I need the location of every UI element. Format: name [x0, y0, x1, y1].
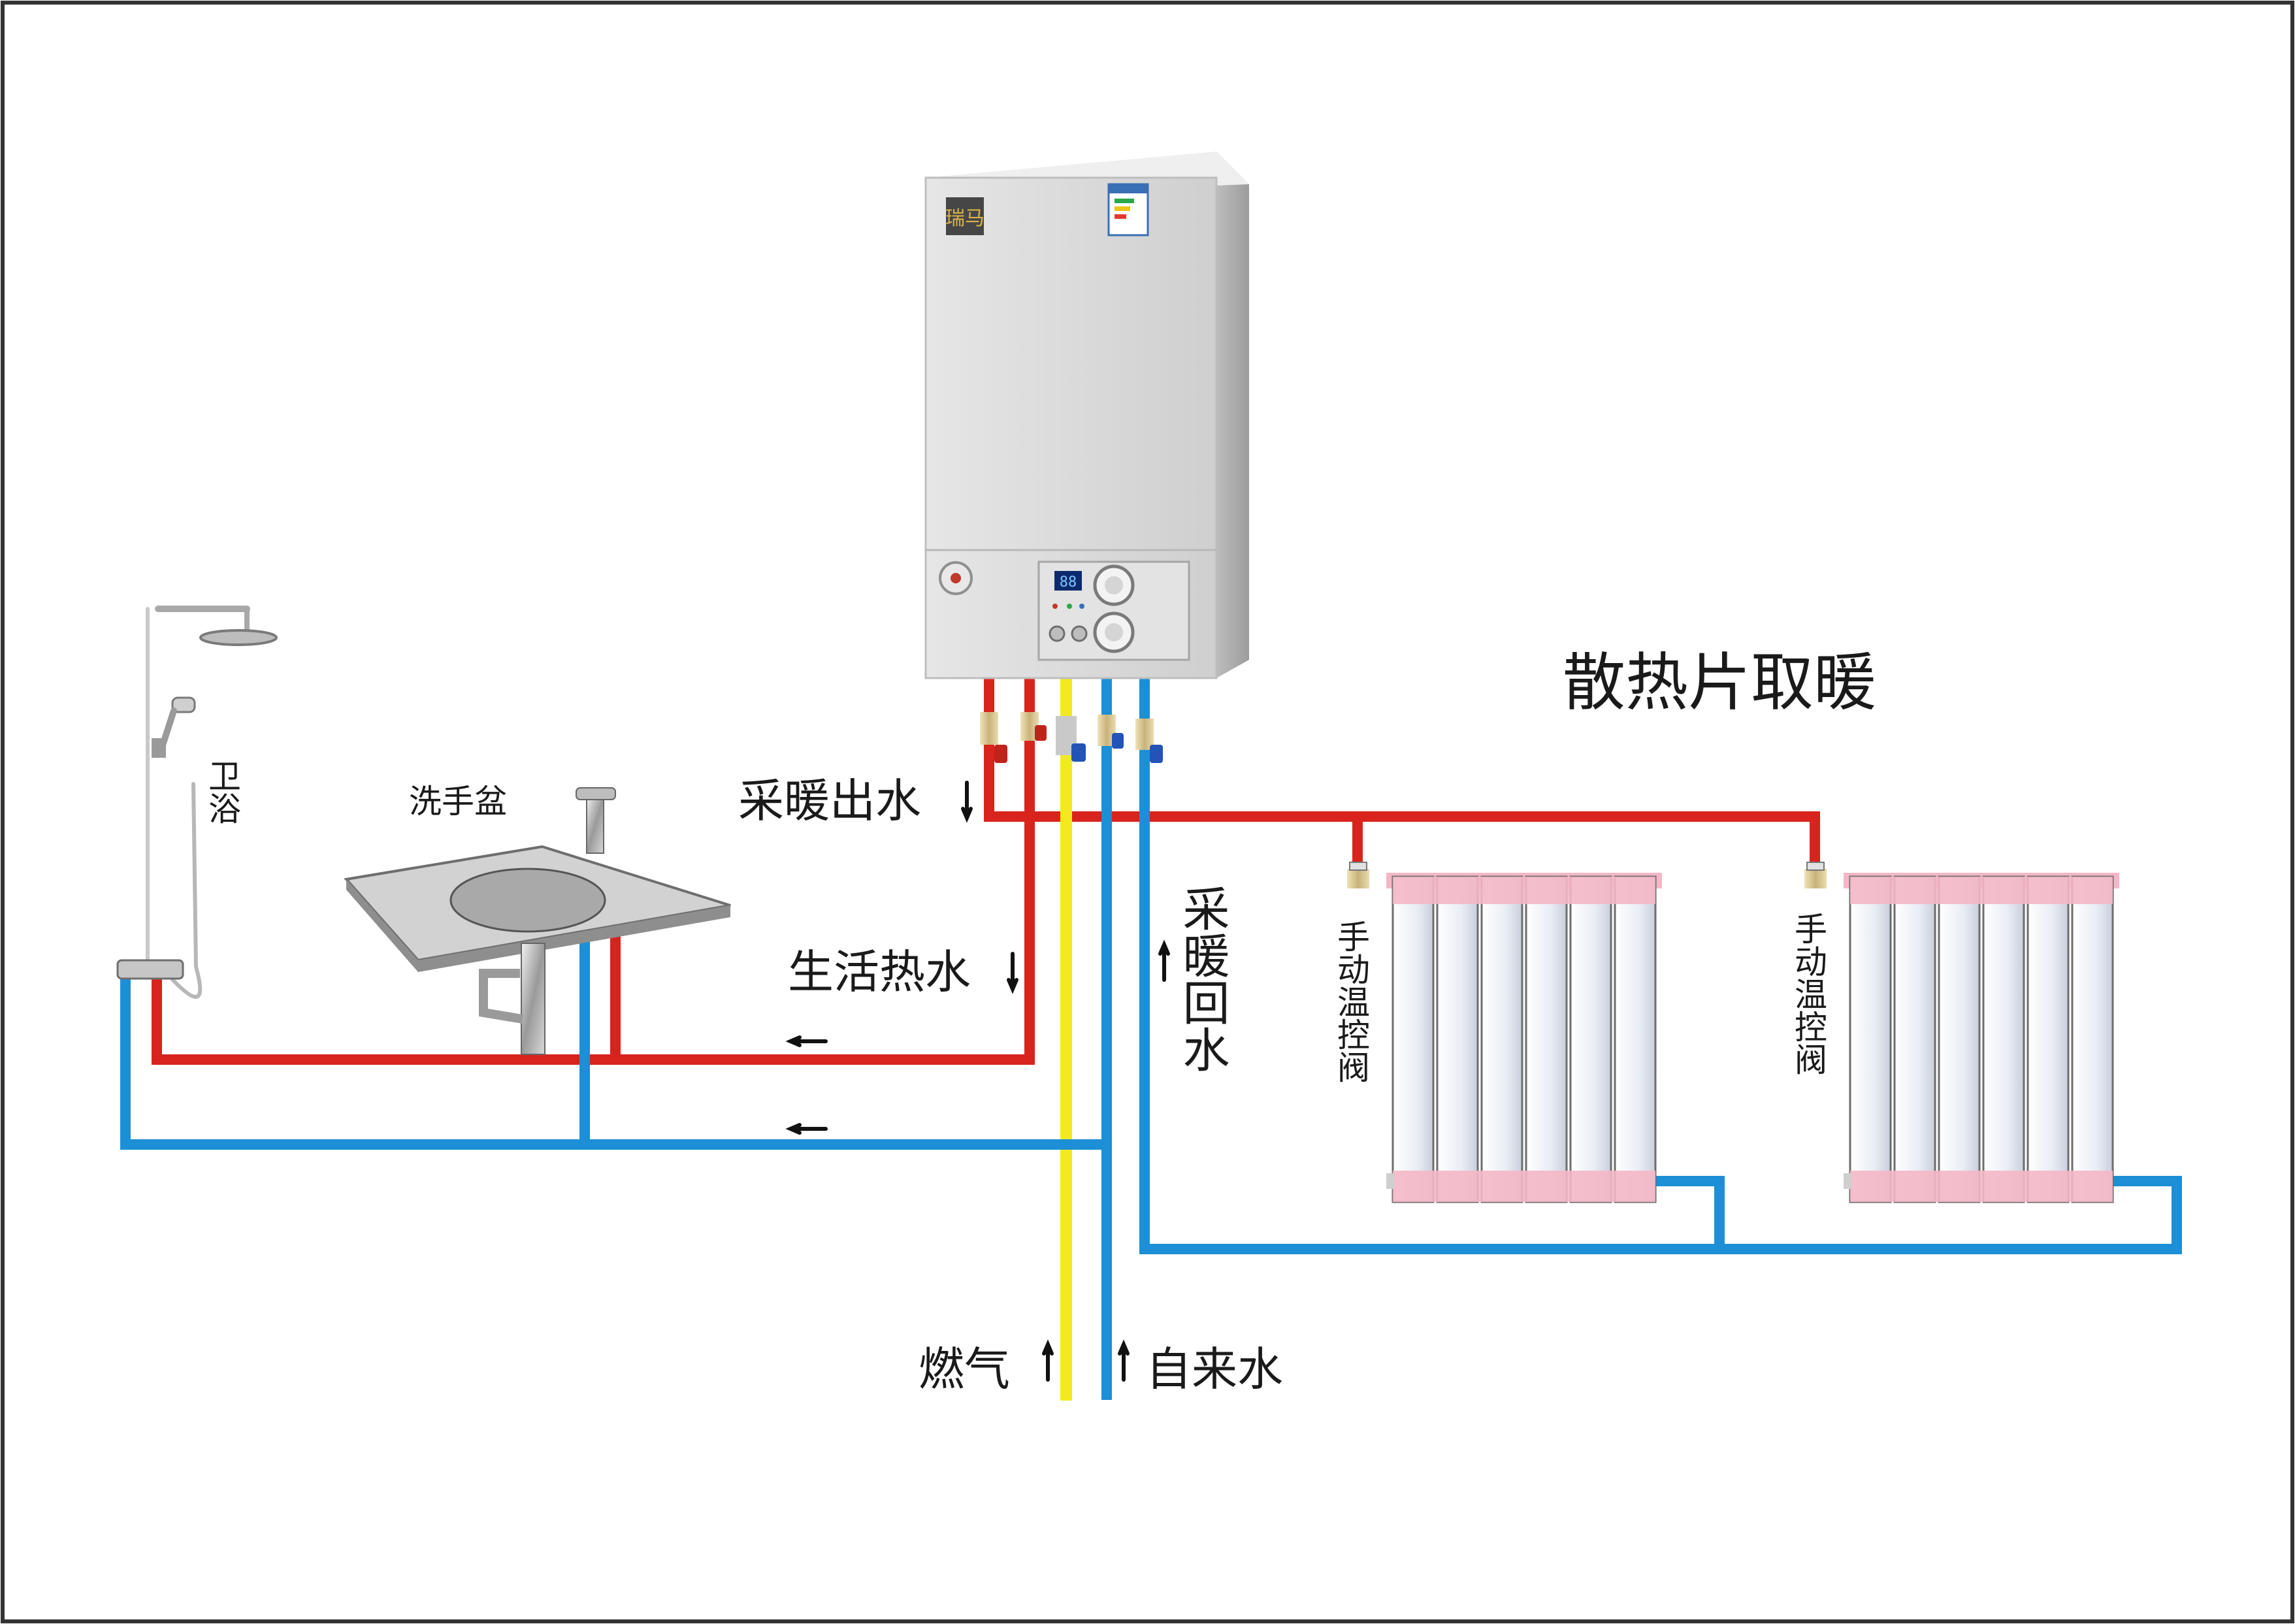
bathroom-label: 卫浴: [203, 759, 241, 824]
hot-water-valve[interactable]: [1020, 712, 1047, 741]
digital-display: [1054, 571, 1082, 591]
cold-water-supply-pipe: [120, 975, 1112, 1150]
hot-water-temperature-knob[interactable]: [1093, 611, 1135, 653]
arrow-cold-water-left: [785, 1123, 828, 1135]
shower-set: [116, 604, 278, 999]
gas-valve[interactable]: [1056, 716, 1086, 762]
radiator-1: [1347, 862, 1662, 1203]
arrow-hot-water-left: [785, 1035, 828, 1047]
valve-label-1: 手动温控阀: [1332, 920, 1370, 1083]
valve-label-2: 手动温控阀: [1789, 912, 1827, 1075]
basin-pedestal: [521, 943, 545, 1055]
radiator-2-valve[interactable]: [1804, 862, 1827, 888]
basin-trap: [479, 969, 524, 1024]
basin-label: 洗手盆: [409, 783, 507, 820]
boiler-logo: 瑞马: [945, 197, 985, 235]
arrow-hot-water-down: [1007, 952, 1018, 994]
ignition-button[interactable]: [939, 561, 973, 595]
arrow-heating-out-down: [961, 781, 973, 823]
heating-return-pipe: [1139, 661, 2182, 1254]
indicator-led-3: [1079, 604, 1084, 609]
radiator-1-valve[interactable]: [1347, 862, 1369, 888]
heating-return-valve[interactable]: [1135, 719, 1163, 763]
flow-arrows: [785, 781, 1170, 1382]
basin-front-edge: [346, 879, 730, 972]
display-value: 88: [1060, 574, 1077, 591]
heating-return-label: 采暖回水: [1175, 885, 1229, 1073]
basin-faucet[interactable]: [576, 787, 616, 854]
boiler-side-panel: [1216, 152, 1249, 678]
arrow-gas-up: [1042, 1339, 1054, 1382]
wash-basin: [344, 787, 731, 1055]
arrow-heating-return-up: [1158, 939, 1170, 982]
gas-label: 燃气: [919, 1342, 1010, 1396]
indicator-led-1: [1052, 604, 1058, 609]
tap-water-label: 自来水: [1146, 1342, 1283, 1396]
boiler-valves: [980, 712, 1163, 763]
shower-slider: [152, 738, 166, 758]
basin-bowl: [449, 868, 606, 933]
indicator-led-2: [1067, 604, 1072, 609]
reset-button[interactable]: [1071, 625, 1088, 642]
heating-out-valve[interactable]: [980, 712, 1007, 763]
boiler-logo-text: 瑞马: [945, 207, 985, 230]
energy-label: [1107, 183, 1149, 236]
radiator-2: [1804, 862, 2119, 1203]
shower-hose: [161, 782, 203, 999]
power-button[interactable]: [1049, 625, 1066, 642]
heating-out-label: 采暖出水: [738, 774, 921, 828]
heating-temperature-knob[interactable]: [1093, 564, 1135, 606]
shower-head: [199, 629, 278, 646]
domestic-hot-water-pipe: [152, 661, 1035, 1065]
domestic-hot-water-label: 生活热水: [788, 945, 971, 999]
shower-mixer[interactable]: [116, 959, 184, 980]
arrow-tap-water-up: [1118, 1339, 1130, 1382]
diagram-title: 散热片取暖: [1563, 646, 1876, 719]
pipe-network: [120, 660, 2182, 1401]
tap-water-valve[interactable]: [1098, 715, 1124, 749]
wall-boiler: 瑞马 88: [924, 152, 1249, 763]
